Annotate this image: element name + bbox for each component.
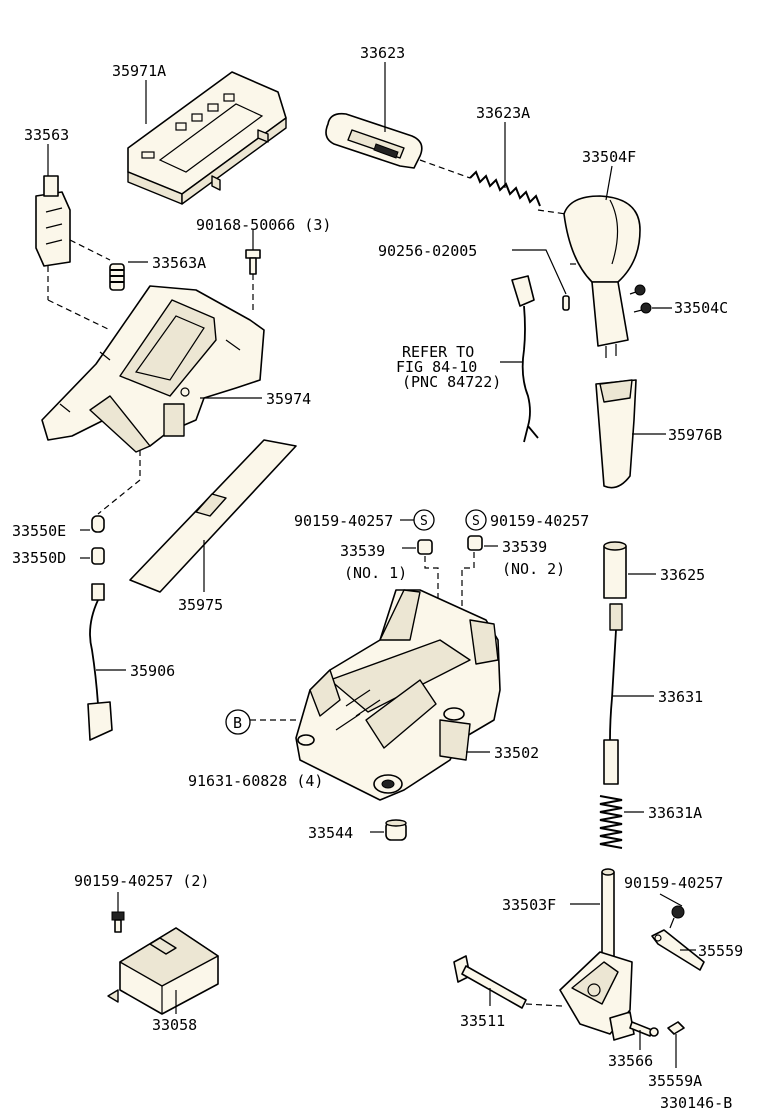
label-33511: 33511 xyxy=(460,1012,505,1030)
dashed-33539-no2 xyxy=(461,552,475,630)
label-33544: 33544 xyxy=(308,824,353,842)
label-33058: 33058 xyxy=(152,1016,197,1034)
label-no2: (NO. 2) xyxy=(502,560,565,578)
part-90168-screw xyxy=(245,249,261,275)
label-35559A: 35559A xyxy=(648,1072,702,1090)
b-mark xyxy=(225,709,251,735)
dashed-33511 xyxy=(525,1003,563,1007)
label-33504C: 33504C xyxy=(674,299,728,317)
part-35971A-indicator-cover xyxy=(127,71,287,205)
leader-90159-single xyxy=(659,893,683,907)
part-33539-bushing-no2 xyxy=(467,535,483,551)
part-33504C-screws xyxy=(629,284,652,314)
part-33550E-bulb xyxy=(91,515,105,533)
label-90168: 90168-50066 (3) xyxy=(196,216,331,234)
part-33563-shift-lock-switch xyxy=(35,175,71,267)
part-33623-shift-button xyxy=(325,112,423,169)
label-33625: 33625 xyxy=(660,566,705,584)
label-90159-single: 90159-40257 xyxy=(624,874,723,892)
part-90256-pin xyxy=(562,295,570,311)
label-35975: 35975 xyxy=(178,596,223,614)
part-35559-pawl xyxy=(651,929,705,971)
label-33623: 33623 xyxy=(360,44,405,62)
dashed-housing-bulb2 xyxy=(97,479,141,515)
figure-id: 330146-B xyxy=(660,1094,732,1112)
part-35975-slide-plate xyxy=(129,439,297,593)
part-33623A-spring xyxy=(469,170,541,207)
label-s-mark-1: S xyxy=(420,514,428,529)
dashed-33623-spring xyxy=(419,159,471,179)
part-33503F-shift-lever xyxy=(559,868,635,1041)
part-33563A-spring xyxy=(109,263,125,291)
dashed-33563-base2 xyxy=(47,299,111,331)
label-90256: 90256-02005 xyxy=(378,242,477,260)
label-35559: 35559 xyxy=(698,942,743,960)
label-33623A: 33623A xyxy=(476,104,530,122)
part-33631A-spring xyxy=(599,795,623,849)
label-33631: 33631 xyxy=(658,688,703,706)
label-33504F: 33504F xyxy=(582,148,636,166)
label-33503F: 33503F xyxy=(502,896,556,914)
label-35976B: 35976B xyxy=(668,426,722,444)
label-35906: 35906 xyxy=(130,662,175,680)
part-33539-bushing-no1 xyxy=(417,539,433,555)
label-35971A: 35971A xyxy=(112,62,166,80)
dashed-33539-no1 xyxy=(424,556,439,620)
label-90159-no1: 90159-40257 xyxy=(294,512,393,530)
label-35974: 35974 xyxy=(266,390,311,408)
label-90159-2: 90159-40257 (2) xyxy=(74,872,209,890)
label-90159-no2: 90159-40257 xyxy=(490,512,589,530)
s-mark-1 xyxy=(413,509,435,531)
part-33631-rod xyxy=(603,603,623,785)
dashed-33563-spring xyxy=(69,239,111,261)
label-refer-line3: (PNC 84722) xyxy=(402,373,501,391)
part-33504F-shift-knob xyxy=(563,195,641,358)
dashed-spring-knob xyxy=(537,209,567,215)
label-33563A: 33563A xyxy=(152,254,206,272)
part-33511-bolt xyxy=(453,955,527,1009)
label-no1: (NO. 1) xyxy=(344,564,407,582)
part-33502-shift-lever-base xyxy=(295,589,501,801)
part-knob-switch-wire xyxy=(511,275,539,443)
part-33550D-socket xyxy=(91,547,105,565)
leader-33504F xyxy=(605,165,613,201)
label-33502: 33502 xyxy=(494,744,539,762)
part-35559A-clip xyxy=(667,1021,685,1035)
part-33625-sleeve xyxy=(603,541,627,599)
part-35906-wire-harness xyxy=(87,583,113,741)
label-33550D: 33550D xyxy=(12,549,66,567)
label-91631: 91631-60828 (4) xyxy=(188,772,323,790)
s-mark-2 xyxy=(465,509,487,531)
part-35976B-boot xyxy=(595,379,637,489)
label-33563: 33563 xyxy=(24,126,69,144)
label-33566: 33566 xyxy=(608,1052,653,1070)
leader-90256 xyxy=(512,249,567,295)
label-33631A: 33631A xyxy=(648,804,702,822)
part-33058-shift-lock-computer xyxy=(107,927,219,1015)
part-33566-pin xyxy=(629,1021,659,1037)
label-33550E: 33550E xyxy=(12,522,66,540)
label-33539-no1: 33539 xyxy=(340,542,385,560)
label-33539-no2: 33539 xyxy=(502,538,547,556)
label-b-mark: B xyxy=(233,714,242,732)
part-33544-bush xyxy=(385,819,407,841)
part-35974-shift-lever-housing xyxy=(41,285,265,453)
label-refer-line2: FIG 84-10 xyxy=(396,358,477,376)
part-90159-screw-single xyxy=(669,905,685,929)
part-90159-screw-2 xyxy=(111,911,125,933)
label-s-mark-2: S xyxy=(472,514,480,529)
label-refer-line1: REFER TO xyxy=(402,343,474,361)
